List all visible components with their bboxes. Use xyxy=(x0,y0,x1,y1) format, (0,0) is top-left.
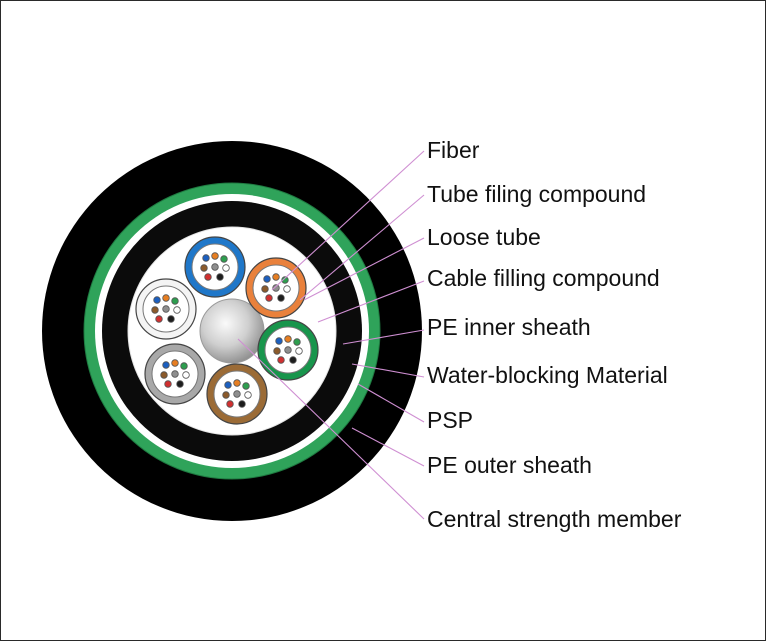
leader-line-csm xyxy=(237,338,425,520)
fiber xyxy=(155,315,163,323)
label-cable-filling-compound: Cable filling compound xyxy=(427,265,660,291)
fiber xyxy=(284,335,292,343)
fiber xyxy=(233,379,241,387)
fiber xyxy=(171,370,179,378)
fiber xyxy=(171,297,179,305)
leader-line-loose-tube xyxy=(303,237,425,301)
fiber xyxy=(289,356,297,364)
loose-tube-brown xyxy=(206,363,268,425)
fiber xyxy=(283,285,291,293)
fiber xyxy=(167,315,175,323)
fiber xyxy=(162,294,170,302)
fiber xyxy=(180,362,188,370)
fiber xyxy=(153,296,161,304)
fiber xyxy=(275,337,283,345)
fiber xyxy=(261,285,269,293)
fiber xyxy=(265,294,273,302)
fiber xyxy=(222,391,230,399)
leader-line-psp xyxy=(357,383,425,423)
leader-line-cable-filling xyxy=(317,280,425,323)
label-pe-inner-sheath: PE inner sheath xyxy=(427,314,591,340)
label-central-strength-member: Central strength member xyxy=(427,506,682,532)
fiber xyxy=(164,380,172,388)
fiber xyxy=(176,380,184,388)
central-strength-member xyxy=(199,298,265,364)
loose-tube-blue xyxy=(184,236,246,298)
fiber xyxy=(204,273,212,281)
fiber xyxy=(244,391,252,399)
fiber xyxy=(216,273,224,281)
fiber xyxy=(200,264,208,272)
label-fiber: Fiber xyxy=(427,137,480,163)
fiber xyxy=(238,400,246,408)
fiber xyxy=(182,371,190,379)
label-loose-tube: Loose tube xyxy=(427,224,541,250)
loose-tubes xyxy=(135,236,319,425)
fiber xyxy=(263,275,271,283)
loose-tube-white xyxy=(135,278,197,340)
label-water-blocking-material: Water-blocking Material xyxy=(427,362,668,388)
fiber xyxy=(295,347,303,355)
fiber xyxy=(160,371,168,379)
label-pe-outer-sheath: PE outer sheath xyxy=(427,452,592,478)
fiber xyxy=(226,400,234,408)
fiber xyxy=(224,381,232,389)
fiber xyxy=(211,263,219,271)
fiber xyxy=(293,338,301,346)
fiber xyxy=(272,284,280,292)
label-psp: PSP xyxy=(427,407,474,433)
loose-tube-gray xyxy=(144,343,206,405)
fiber xyxy=(277,356,285,364)
leader-line-fiber xyxy=(271,150,425,291)
fiber xyxy=(273,347,281,355)
fiber xyxy=(284,346,292,354)
label-tube-filling-compound: Tube filing compound xyxy=(427,181,647,207)
fiber xyxy=(162,305,170,313)
fiber xyxy=(272,273,280,281)
fiber xyxy=(233,390,241,398)
fiber xyxy=(222,264,230,272)
fiber xyxy=(171,359,179,367)
fiber xyxy=(281,276,289,284)
fiber xyxy=(162,361,170,369)
fiber xyxy=(202,254,210,262)
leader-lines xyxy=(237,150,425,520)
leader-line-pe-inner xyxy=(342,329,425,345)
cable-layers xyxy=(42,141,422,521)
fiber xyxy=(211,252,219,260)
fiber xyxy=(151,306,159,314)
fiber xyxy=(220,255,228,263)
leader-line-pe-outer xyxy=(351,427,425,467)
leader-line-tube-filling xyxy=(299,194,425,301)
loose-tube-green xyxy=(257,319,319,381)
fiber xyxy=(242,382,250,390)
fiber xyxy=(277,294,285,302)
fiber xyxy=(173,306,181,314)
leader-line-water-blocking xyxy=(351,363,425,378)
